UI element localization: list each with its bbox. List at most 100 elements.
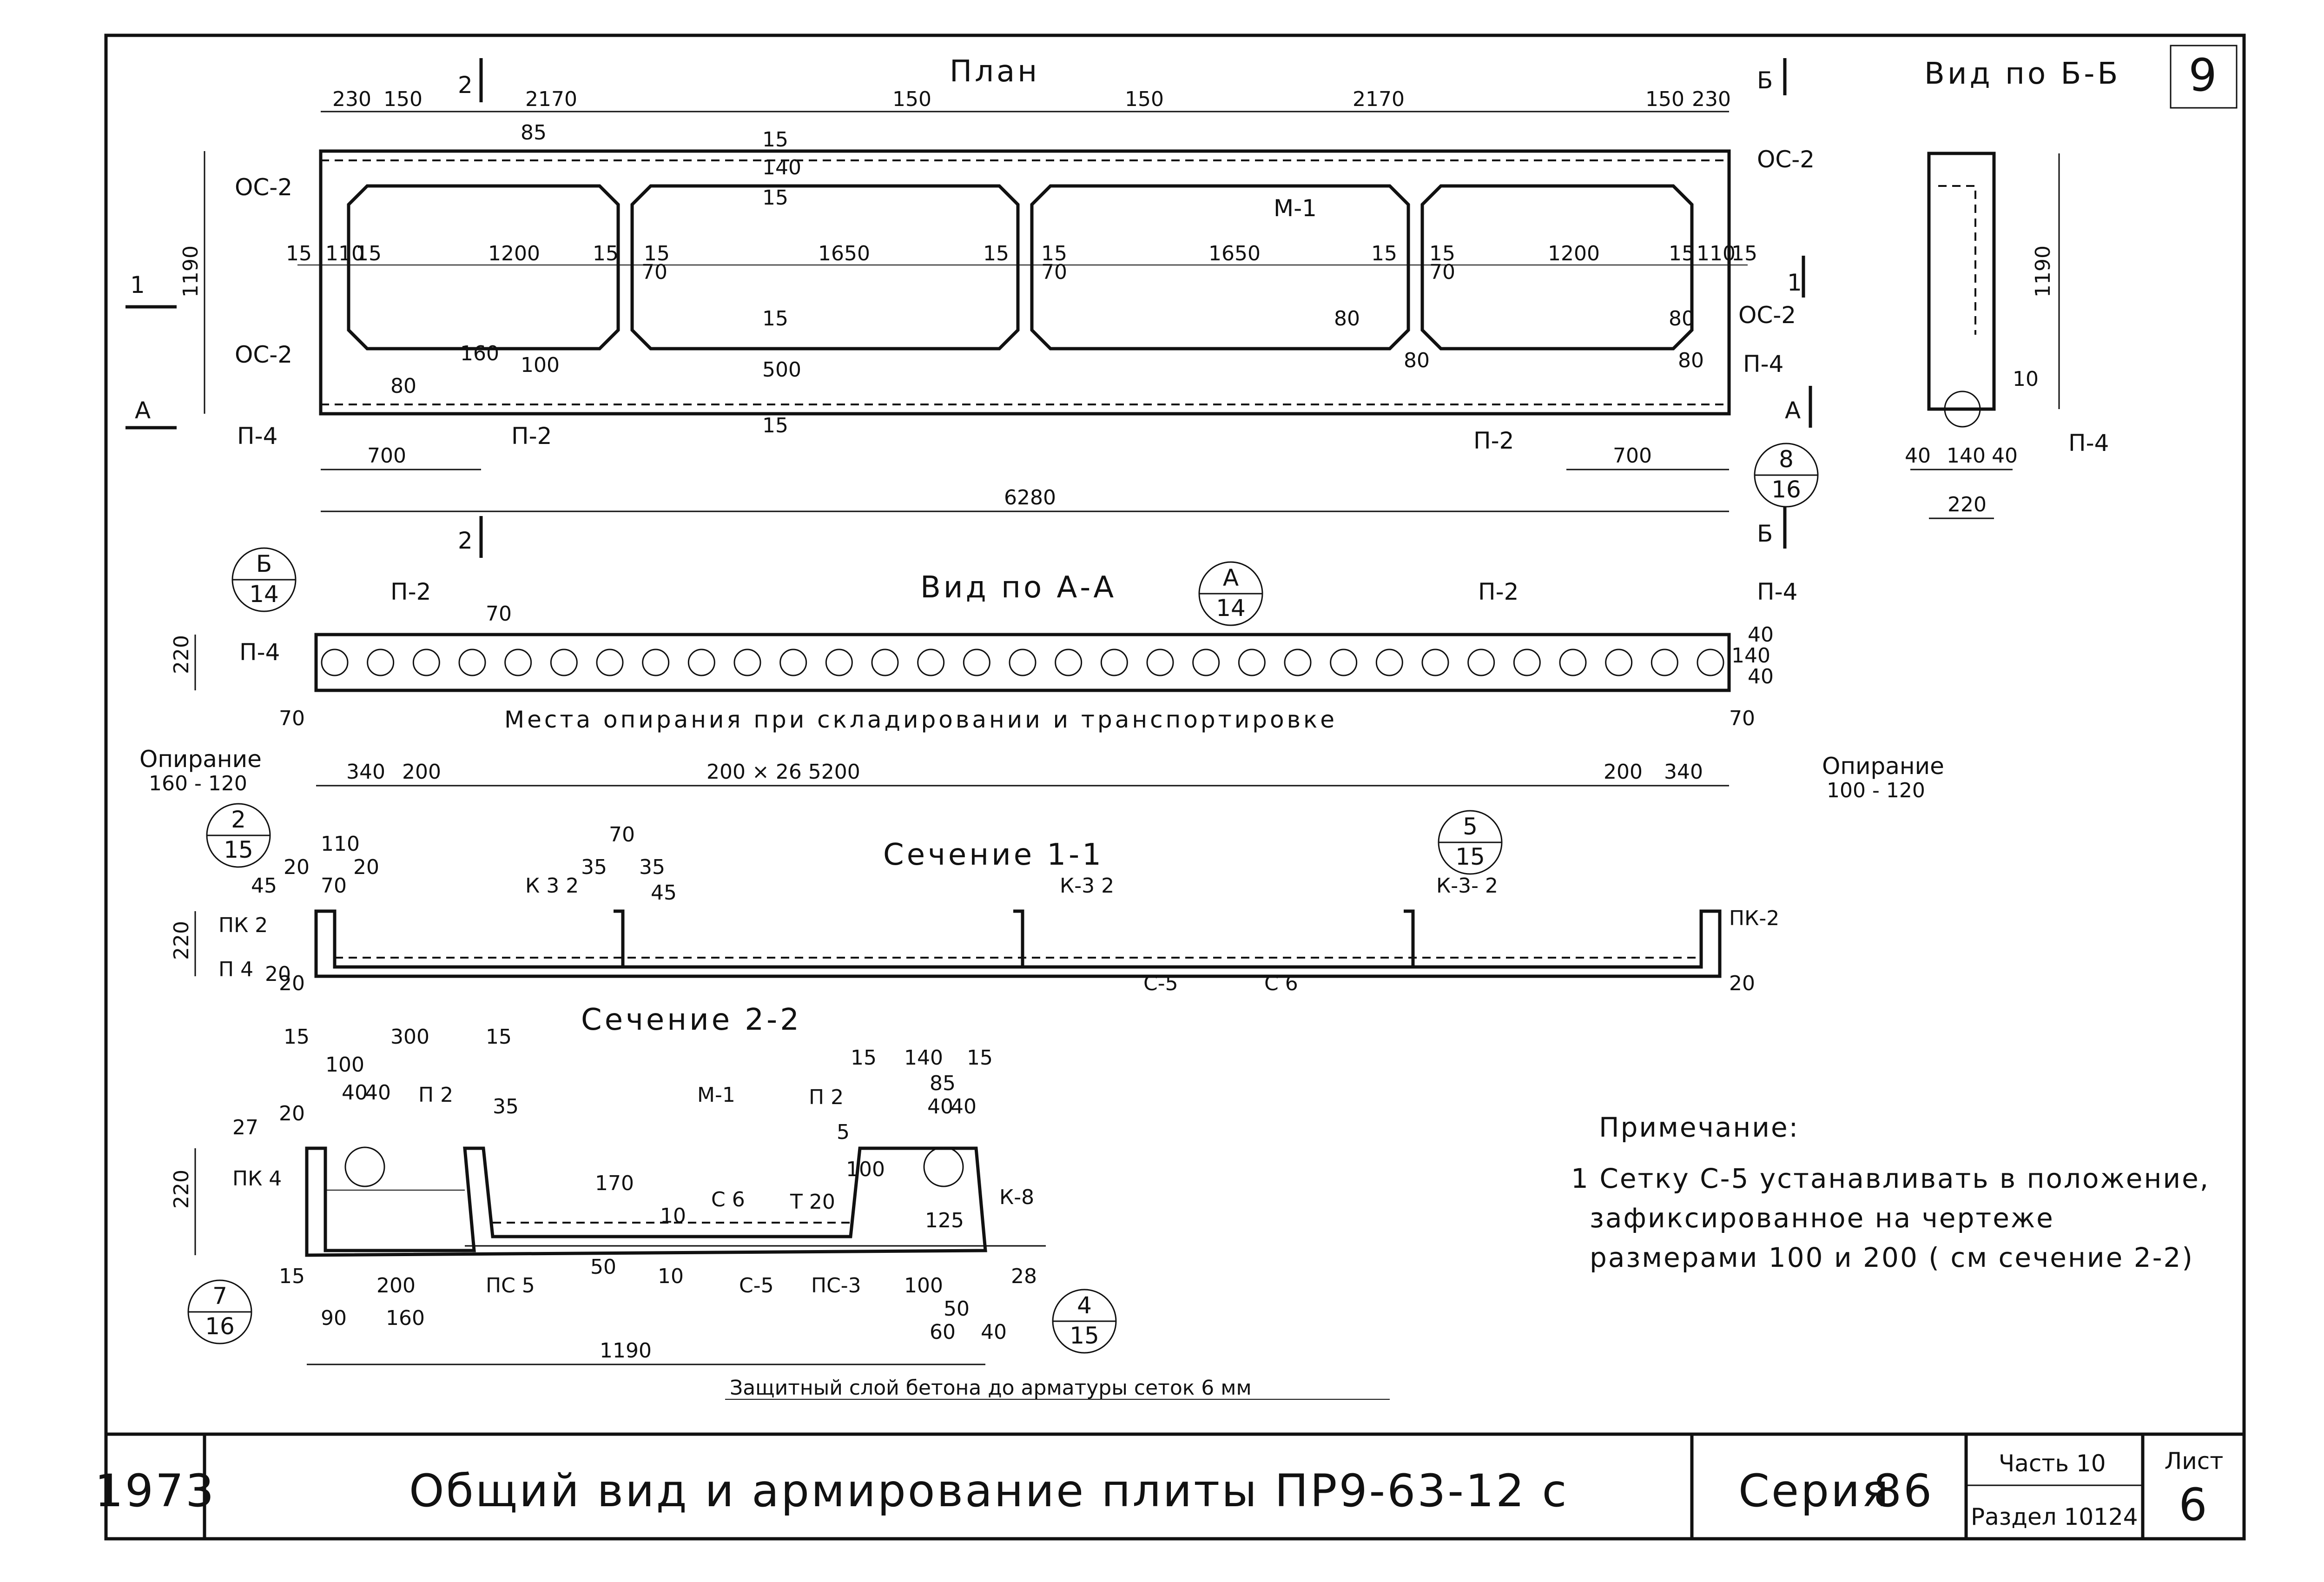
plan-label-p4-left: П-4 xyxy=(237,423,277,450)
section-mark-b-bottom: Б xyxy=(1757,520,1773,547)
view-aa-hole xyxy=(458,649,486,676)
view-aa-d140: 140 xyxy=(1731,644,1770,668)
plan-cell-2 xyxy=(630,184,1020,351)
view-bb-height-dim: 1190 xyxy=(2031,245,2055,298)
section-mark-b-top: Б xyxy=(1757,67,1773,94)
svg-text:4: 4 xyxy=(1077,1292,1092,1319)
svg-text:28: 28 xyxy=(1011,1264,1037,1288)
section-22-bottom-dims: 15 200 90 160 100 50 60 40 1190 xyxy=(279,1264,1007,1363)
section-mark-a-right: А xyxy=(1785,397,1801,424)
svg-text:14: 14 xyxy=(249,581,279,608)
view-aa-dim-l340: 340 xyxy=(346,760,385,784)
view-aa-hole xyxy=(596,649,624,676)
svg-text:20: 20 xyxy=(279,972,305,995)
svg-text:110: 110 xyxy=(1697,242,1736,265)
svg-text:20: 20 xyxy=(284,855,310,879)
section-11-label-c5: С-5 xyxy=(1143,972,1178,995)
svg-text:80: 80 xyxy=(1404,349,1430,372)
svg-text:20: 20 xyxy=(265,962,291,986)
section-11-label-k32-b: К-3 2 xyxy=(1060,874,1114,898)
section-mark-1-right: 1 xyxy=(1787,269,1802,296)
view-aa-hole xyxy=(1284,649,1312,676)
view-aa-hole xyxy=(1055,649,1083,676)
svg-text:110: 110 xyxy=(321,832,360,856)
svg-text:15: 15 xyxy=(851,1046,877,1070)
note-line-3: размерами 100 и 200 ( см сечение 2-2) xyxy=(1590,1242,2194,1273)
svg-text:15: 15 xyxy=(356,242,382,265)
svg-text:230: 230 xyxy=(1692,87,1731,111)
svg-text:35: 35 xyxy=(493,1095,519,1119)
view-bb-title: Вид по Б-Б xyxy=(1924,57,2120,91)
plan-cell-dims: 15 110 15 1200 15 15 1650 15 15 1650 15 … xyxy=(286,242,1757,265)
section-22-label-m1: М-1 xyxy=(697,1083,735,1107)
svg-text:60: 60 xyxy=(930,1320,956,1344)
view-aa-hole xyxy=(1697,649,1724,676)
svg-text:100: 100 xyxy=(325,1053,364,1077)
section-11-label-pk2-left: ПК 2 xyxy=(218,913,268,937)
view-aa-d40b: 40 xyxy=(1748,665,1774,688)
view-bb: Вид по Б-Б 1190 10 40 140 40 220 П-4 xyxy=(1905,57,2120,519)
plan-title: План xyxy=(950,54,1040,89)
svg-text:110: 110 xyxy=(325,242,364,265)
svg-text:15: 15 xyxy=(1731,242,1757,265)
svg-text:40: 40 xyxy=(365,1081,391,1105)
plan-callout-8-16: 8 16 xyxy=(1754,443,1819,508)
view-aa-slab xyxy=(314,633,1731,692)
plan-cell-4 xyxy=(1420,184,1694,351)
view-aa-hole xyxy=(550,649,578,676)
section-22-label-pc5: ПС 5 xyxy=(486,1274,535,1297)
section-11-label-k32-c: К-3- 2 xyxy=(1436,874,1498,898)
svg-text:15: 15 xyxy=(1041,242,1067,265)
view-aa-dim-r340: 340 xyxy=(1664,760,1703,784)
view-aa-hole xyxy=(642,649,670,676)
svg-text:10: 10 xyxy=(658,1264,684,1288)
view-aa-hole xyxy=(412,649,440,676)
svg-text:16: 16 xyxy=(1771,476,1801,503)
plan-view: План 2 2 Б Б 1 А 1 А 230 150 xyxy=(125,54,1819,558)
svg-text:35: 35 xyxy=(581,855,607,879)
svg-text:125: 125 xyxy=(925,1209,964,1232)
svg-text:14: 14 xyxy=(1216,595,1246,622)
svg-text:140: 140 xyxy=(762,156,801,179)
title-block-series-label: Серия xyxy=(1738,1465,1890,1517)
svg-text:35: 35 xyxy=(639,855,665,879)
section-22-label-c6: С 6 xyxy=(711,1188,745,1211)
svg-text:15: 15 xyxy=(224,836,253,863)
svg-text:1200: 1200 xyxy=(488,242,540,265)
plan-misc-dims: 85 15 140 15 15 500 15 80 80 80 80 160 1… xyxy=(390,121,1704,437)
title-block-series-value: 86 xyxy=(1873,1465,1934,1517)
view-aa-hole xyxy=(1375,649,1403,676)
svg-text:16: 16 xyxy=(205,1313,235,1340)
svg-text:7: 7 xyxy=(212,1283,227,1310)
view-bb-label-p4: П-4 xyxy=(2068,430,2109,457)
svg-text:150: 150 xyxy=(1645,87,1684,111)
svg-text:150: 150 xyxy=(892,87,931,111)
section-11-label-pk2-right: ПК-2 xyxy=(1729,907,1779,930)
section-22-label-pc3: ПС-3 xyxy=(811,1274,861,1297)
svg-text:15: 15 xyxy=(762,186,788,210)
section-11-label-c6: С 6 xyxy=(1264,972,1298,995)
svg-text:1190: 1190 xyxy=(600,1339,652,1363)
view-aa-callout-b-14: Б 14 xyxy=(231,547,297,612)
plan-label-oc2-topright: ОС-2 xyxy=(1757,146,1815,173)
svg-text:50: 50 xyxy=(590,1255,616,1279)
svg-text:230: 230 xyxy=(332,87,371,111)
svg-text:1650: 1650 xyxy=(1208,242,1261,265)
svg-text:1200: 1200 xyxy=(1548,242,1600,265)
view-aa-hole xyxy=(1513,649,1541,676)
svg-text:Б: Б xyxy=(256,550,272,577)
svg-text:100: 100 xyxy=(846,1158,885,1181)
plan-slab-outline xyxy=(319,149,1731,416)
svg-text:160: 160 xyxy=(386,1306,425,1330)
plan-cell-3 xyxy=(1030,184,1410,351)
section-22-protective-note: Защитный слой бетона до арматуры сеток 6… xyxy=(730,1376,1252,1400)
svg-text:15: 15 xyxy=(486,1025,512,1049)
view-aa-hole xyxy=(1605,649,1633,676)
svg-text:15: 15 xyxy=(286,242,312,265)
svg-text:100: 100 xyxy=(521,353,560,377)
view-aa-dim-r200: 200 xyxy=(1604,760,1643,784)
svg-text:15: 15 xyxy=(284,1025,310,1049)
svg-text:40: 40 xyxy=(927,1095,953,1119)
svg-text:45: 45 xyxy=(651,881,677,905)
svg-text:15: 15 xyxy=(967,1046,993,1070)
